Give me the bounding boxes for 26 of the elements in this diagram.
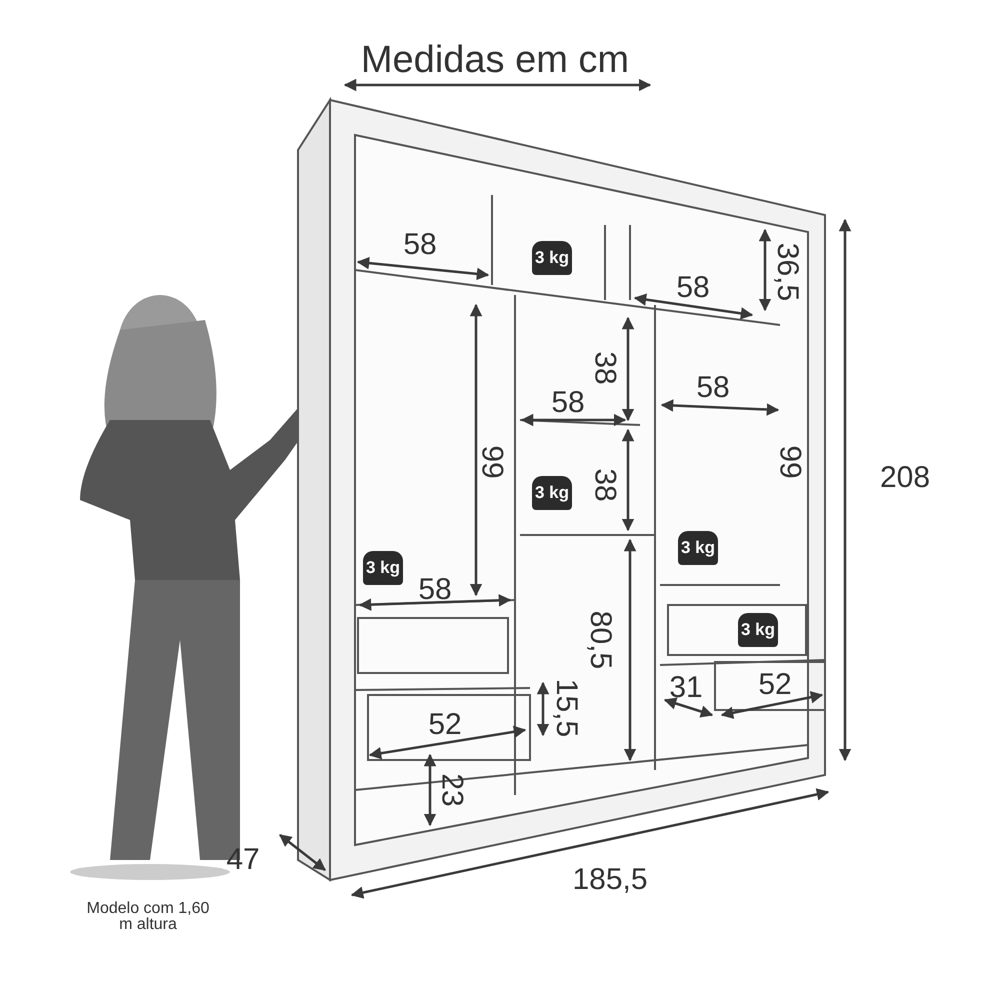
weight-tag: 3 kg [678, 530, 718, 566]
dimension-label: 52 [758, 670, 792, 700]
dimension-label: 23 [437, 773, 467, 807]
dimension-label: 38 [590, 351, 620, 385]
dimension-label: 58 [403, 230, 437, 260]
dimension-label: 185,5 [572, 865, 648, 895]
dimension-label: 47 [226, 845, 260, 875]
dimension-label: 36,5 [772, 242, 802, 302]
dimension-label: 38 [590, 468, 620, 502]
weight-tag: 3 kg [532, 240, 572, 276]
dimension-label: 58 [676, 273, 710, 303]
dimension-label: 58 [551, 388, 585, 418]
dimension-label: 52 [428, 710, 462, 740]
dimension-label: 80,5 [585, 610, 615, 670]
weight-tag: 3 kg [532, 476, 572, 510]
dimension-label: 15,5 [551, 678, 581, 738]
dimension-label: 99 [775, 445, 805, 479]
dimension-label: 58 [418, 575, 452, 605]
caption: Modelo com 1,60 m altura [86, 901, 210, 933]
weight-tag: 3 kg [363, 550, 403, 586]
dimension-label: 99 [477, 445, 507, 479]
dimension-label: 208 [880, 463, 930, 493]
dimension-label: 31 [669, 673, 703, 703]
dimension-label: 58 [696, 373, 730, 403]
weight-tag: 3 kg [738, 612, 778, 648]
title: Medidas em cm [360, 41, 630, 79]
